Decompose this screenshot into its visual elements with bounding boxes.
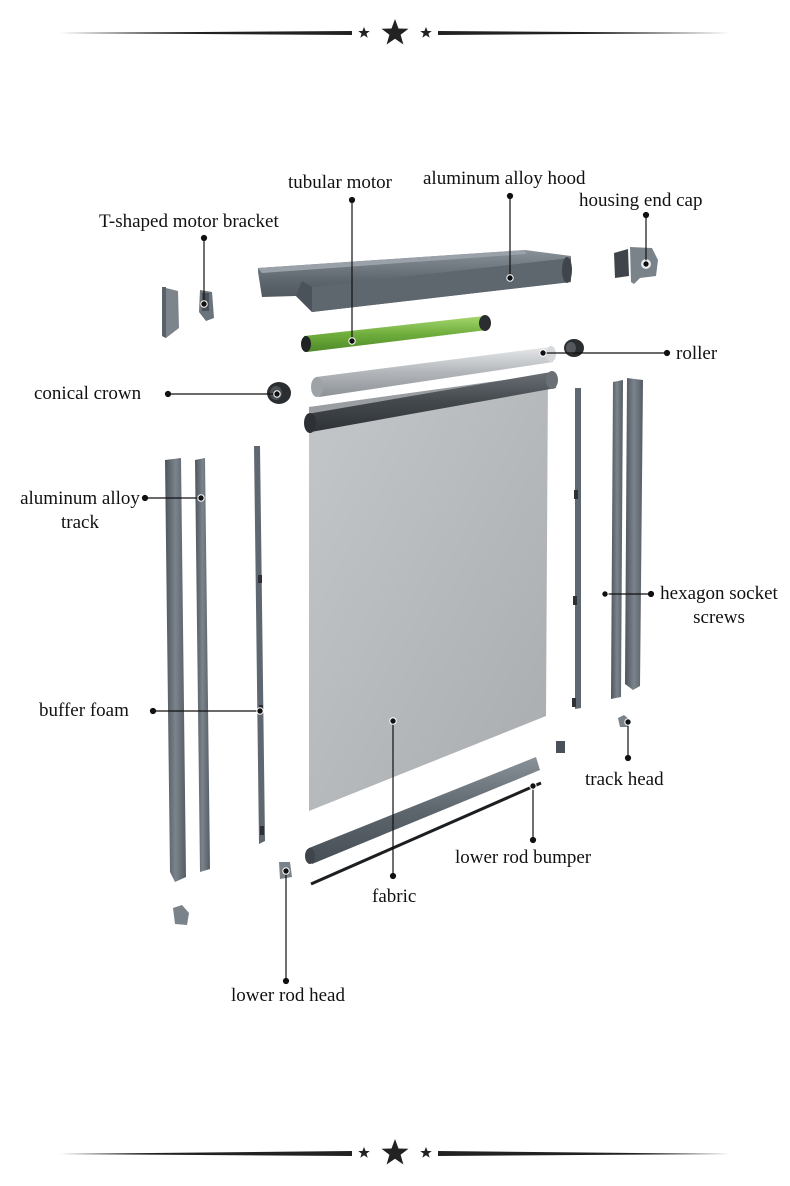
label-aluminum-alloy-hood: aluminum alloy hood: [423, 168, 586, 189]
label-hexagon-socket-screws: hexagon socket screws: [648, 582, 790, 630]
label-hexagon-socket-screws-line1: hexagon socket: [660, 583, 778, 604]
small-star-icon: [358, 1147, 370, 1158]
top-ornament: [60, 19, 730, 45]
small-star-icon: [358, 27, 370, 38]
label-roller: roller: [676, 343, 718, 364]
small-star-icon: [420, 27, 432, 38]
left-aluminum-tracks-part: [165, 446, 265, 882]
small-star-icon: [420, 1147, 432, 1158]
leader-lines: [141, 192, 671, 985]
label-aluminum-alloy-track-line2: track: [61, 512, 99, 533]
label-housing-end-cap: housing end cap: [579, 190, 703, 211]
label-t-shaped-motor-bracket: T-shaped motor bracket: [99, 211, 279, 232]
ornament-line-left: [60, 1151, 352, 1156]
label-tubular-motor: tubular motor: [288, 172, 392, 193]
large-star-icon: [381, 1139, 409, 1165]
ornament-line-right: [438, 31, 730, 35]
label-lower-rod-bumper: lower rod bumper: [455, 847, 592, 868]
t-shaped-motor-bracket-part: [162, 287, 214, 338]
fabric-part: [304, 371, 558, 811]
lower-rod-part: [305, 757, 542, 886]
large-star-icon: [381, 19, 409, 45]
ornament-line-right: [438, 1151, 730, 1156]
ornament-line-left: [60, 31, 352, 35]
bottom-ornament: [60, 1139, 730, 1165]
right-aluminum-tracks-part: [572, 378, 643, 709]
aluminum-alloy-hood-part: [258, 250, 572, 312]
housing-end-cap-part: [614, 247, 658, 284]
label-hexagon-socket-screws-line2: screws: [693, 607, 745, 628]
label-aluminum-alloy-track-line1: aluminum alloy: [20, 488, 140, 509]
roller-part: [311, 346, 556, 397]
label-buffer-foam: buffer foam: [39, 700, 129, 721]
label-track-head: track head: [585, 769, 664, 790]
label-lower-rod-head: lower rod head: [231, 985, 345, 1006]
label-aluminum-alloy-track: aluminum alloy track: [0, 487, 160, 535]
label-conical-crown: conical crown: [34, 383, 142, 404]
tubular-motor-part: [301, 315, 491, 352]
label-fabric: fabric: [372, 886, 417, 907]
roller-end-cap-part: [564, 339, 584, 357]
